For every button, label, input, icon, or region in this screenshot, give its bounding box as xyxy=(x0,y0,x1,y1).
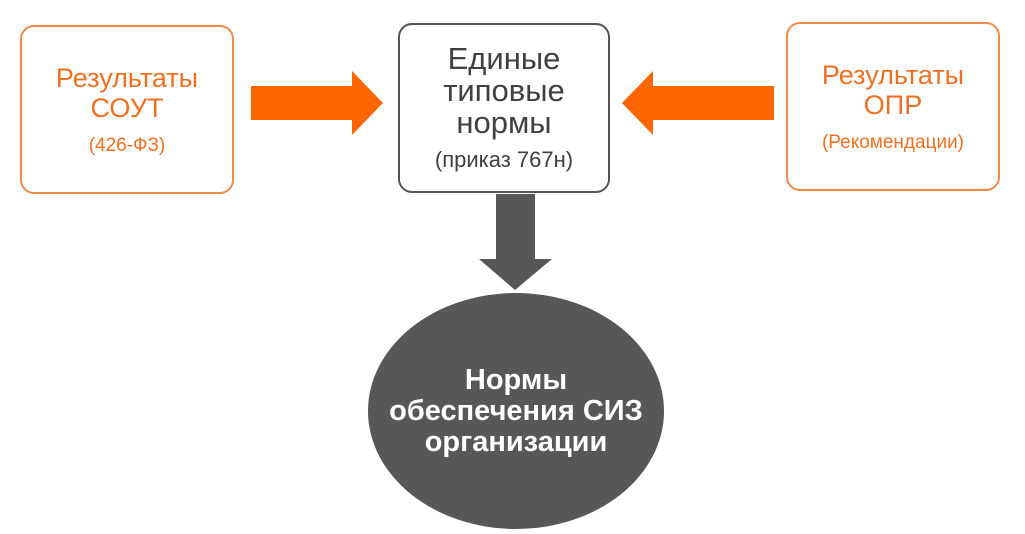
ppe-norms-line3: организации xyxy=(424,425,608,458)
ppe-norms-line1: Нормы xyxy=(464,363,568,396)
opr-results-box: Результаты ОПР (Рекомендации) xyxy=(786,22,1000,191)
opr-results-subtitle: (Рекомендации) xyxy=(821,131,965,153)
unified-norms-title-line3: нормы xyxy=(456,105,552,140)
unified-norms-title-line2: типовые xyxy=(443,73,565,108)
ppe-norms-ellipse: Нормы обеспечения СИЗ организации xyxy=(368,293,664,529)
right-arrow-icon xyxy=(251,71,383,135)
left-arrow-icon xyxy=(622,71,774,135)
unified-norms-box: Единые типовые нормы (приказ 767н) xyxy=(398,23,610,193)
opr-results-title-line2: ОПР xyxy=(863,89,923,120)
soot-results-title-line1: Результаты xyxy=(55,62,199,93)
unified-norms-subtitle: (приказ 767н) xyxy=(434,147,574,172)
soot-results-box: Результаты СОУТ (426-ФЗ) xyxy=(20,25,234,194)
unified-norms-title-line1: Единые xyxy=(447,41,561,76)
ppe-norms-line2: обеспечения СИЗ xyxy=(389,394,643,427)
opr-results-title-line1: Результаты xyxy=(821,59,965,90)
soot-results-title-line2: СОУТ xyxy=(90,92,164,123)
soot-results-subtitle: (426-ФЗ) xyxy=(88,134,166,156)
down-arrow-icon xyxy=(479,194,552,290)
